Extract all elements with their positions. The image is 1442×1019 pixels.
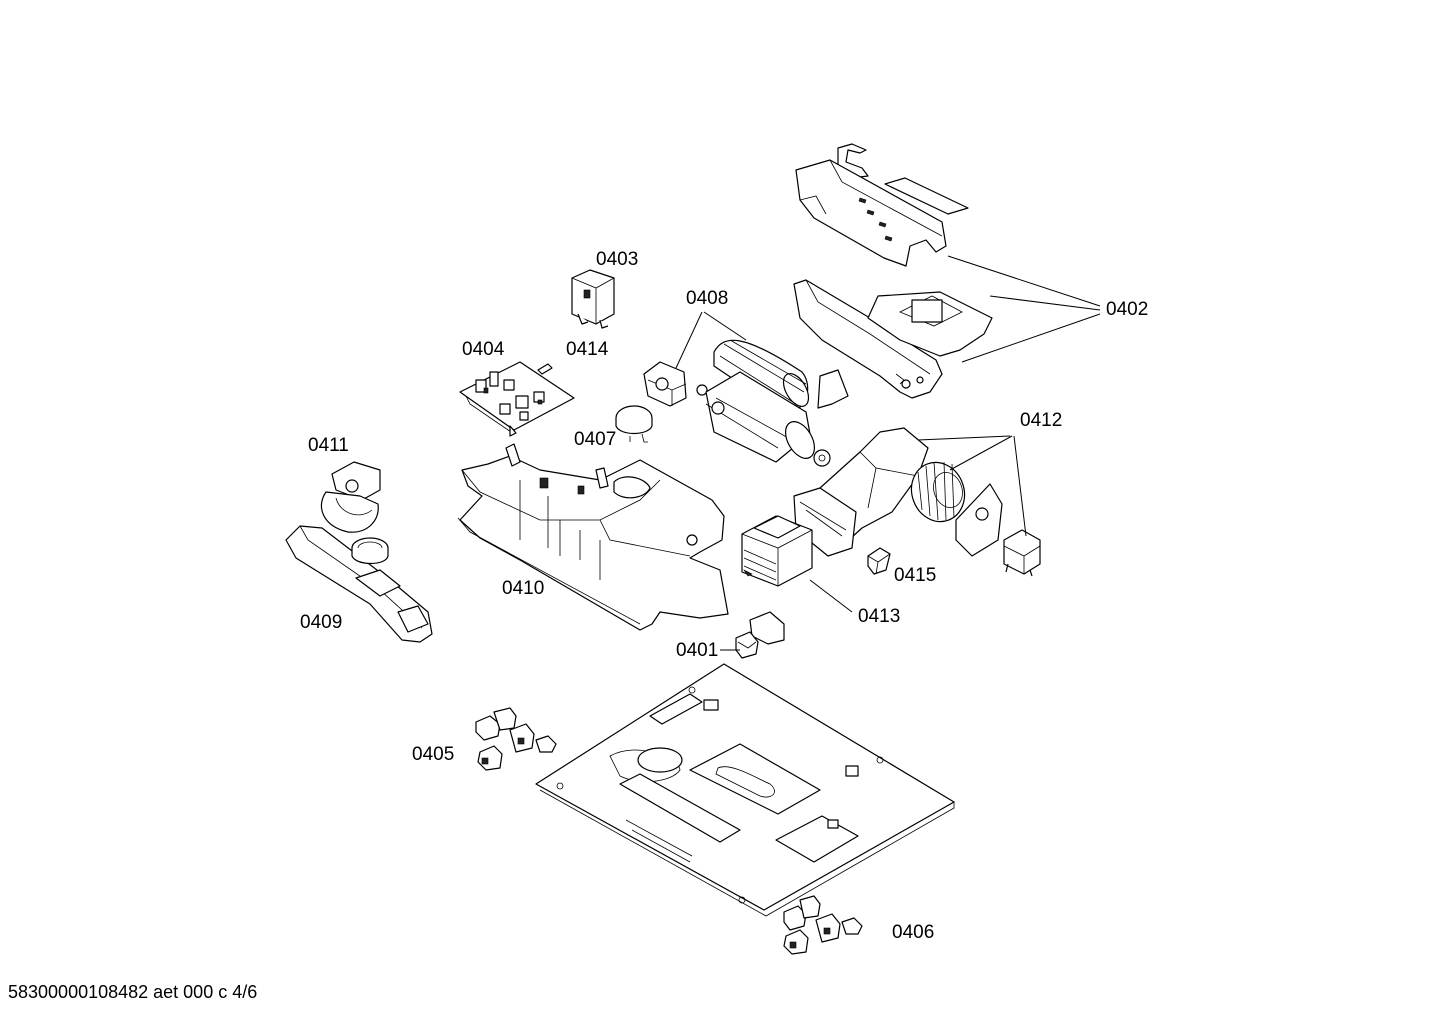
leader-0413: [809, 579, 853, 613]
part-0413-transformer: [741, 515, 813, 587]
leader-0402-a: [947, 255, 1101, 307]
part-0414-clip: [537, 363, 553, 375]
drawing-id: 58300000108482 aet 000 c 4/6: [8, 982, 258, 1002]
label-0406: 0406: [892, 922, 935, 943]
leader-0408-a: [675, 311, 703, 369]
label-0412: 0412: [1020, 410, 1063, 431]
leader-0408-b: [703, 311, 747, 341]
label-0404: 0404: [462, 339, 505, 360]
label-0410: 0410: [502, 578, 545, 599]
part-0402-lower-housing: [793, 279, 993, 409]
part-0415-bracket: [867, 547, 891, 575]
label-0407: 0407: [574, 429, 617, 450]
leader-0412-b: [949, 435, 1013, 471]
label-0401: 0401: [676, 640, 719, 661]
part-0408-fan-motor: [643, 339, 831, 467]
part-0402-upper-cover: [795, 143, 969, 267]
label-0402: 0402: [1106, 299, 1149, 320]
label-0411: 0411: [308, 435, 349, 456]
part-base-plate: [535, 663, 955, 917]
leader-0412-a: [917, 435, 1011, 441]
label-0405: 0405: [412, 744, 455, 765]
label-0403: 0403: [596, 249, 639, 270]
part-0412-cooling-blower: [793, 427, 1041, 577]
part-0405-door-switches: [475, 707, 557, 771]
part-0409-air-duct: [285, 525, 433, 643]
part-0407-thermostat: [615, 405, 653, 443]
part-0404-circuit-board: [459, 361, 575, 437]
leader-0402-b: [989, 295, 1101, 311]
part-0411-blower-motor: [320, 461, 381, 533]
part-0406-door-switches: [783, 895, 863, 955]
leader-0402-c: [961, 313, 1101, 363]
label-0414: 0414: [566, 339, 609, 360]
label-0409: 0409: [300, 612, 343, 633]
part-0401-switch: [735, 611, 785, 659]
label-0413: 0413: [858, 606, 901, 627]
part-0403-relay: [571, 269, 615, 329]
label-0408: 0408: [686, 288, 729, 309]
label-0415: 0415: [894, 565, 937, 586]
leader-0412-c: [1013, 435, 1027, 537]
part-0410-cavity-frame: [457, 443, 729, 631]
